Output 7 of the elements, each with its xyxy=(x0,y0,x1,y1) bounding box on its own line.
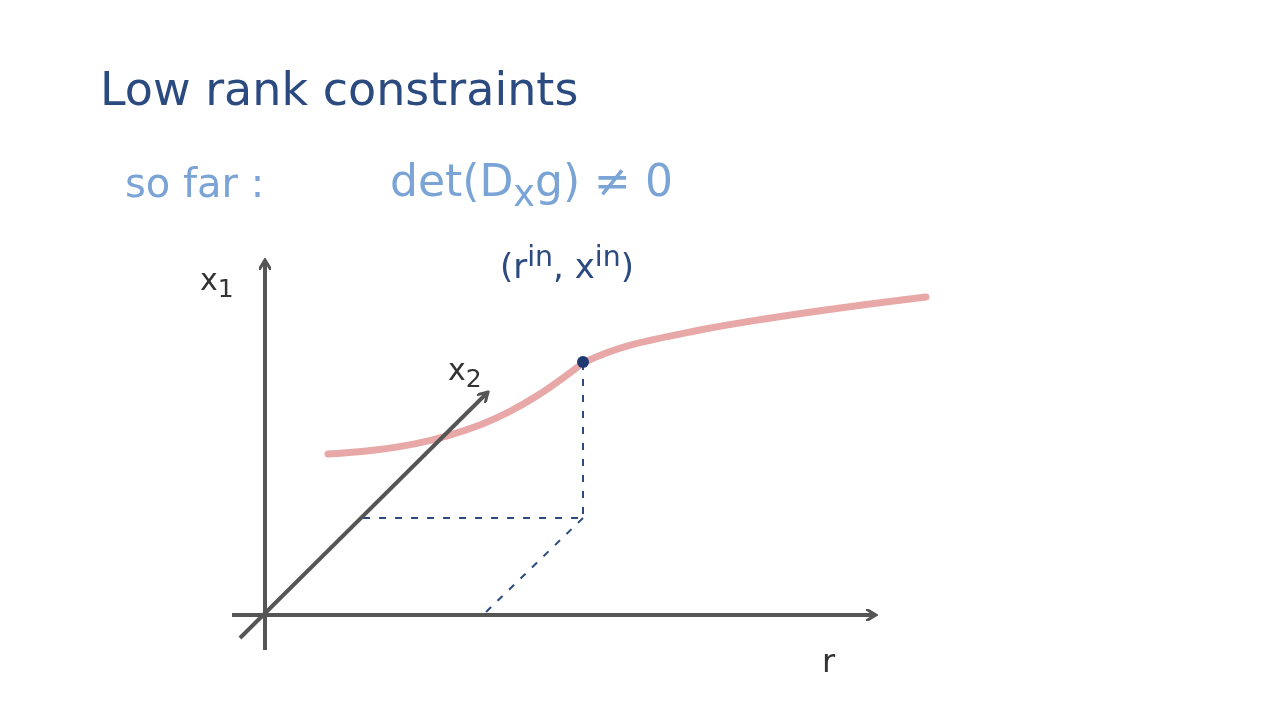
formula: det(D$_{x}$g) ≠ 0 xyxy=(390,155,673,215)
axis-label: x$_{2}$ xyxy=(448,352,482,393)
note-text: so far : xyxy=(125,160,265,206)
axis-label: x$_{1}$ xyxy=(200,262,234,303)
point-label: (r$^{in}$, x$^{in}$) xyxy=(500,240,634,287)
axis-label: r xyxy=(822,642,836,680)
title: Low rank constraints xyxy=(100,62,579,116)
